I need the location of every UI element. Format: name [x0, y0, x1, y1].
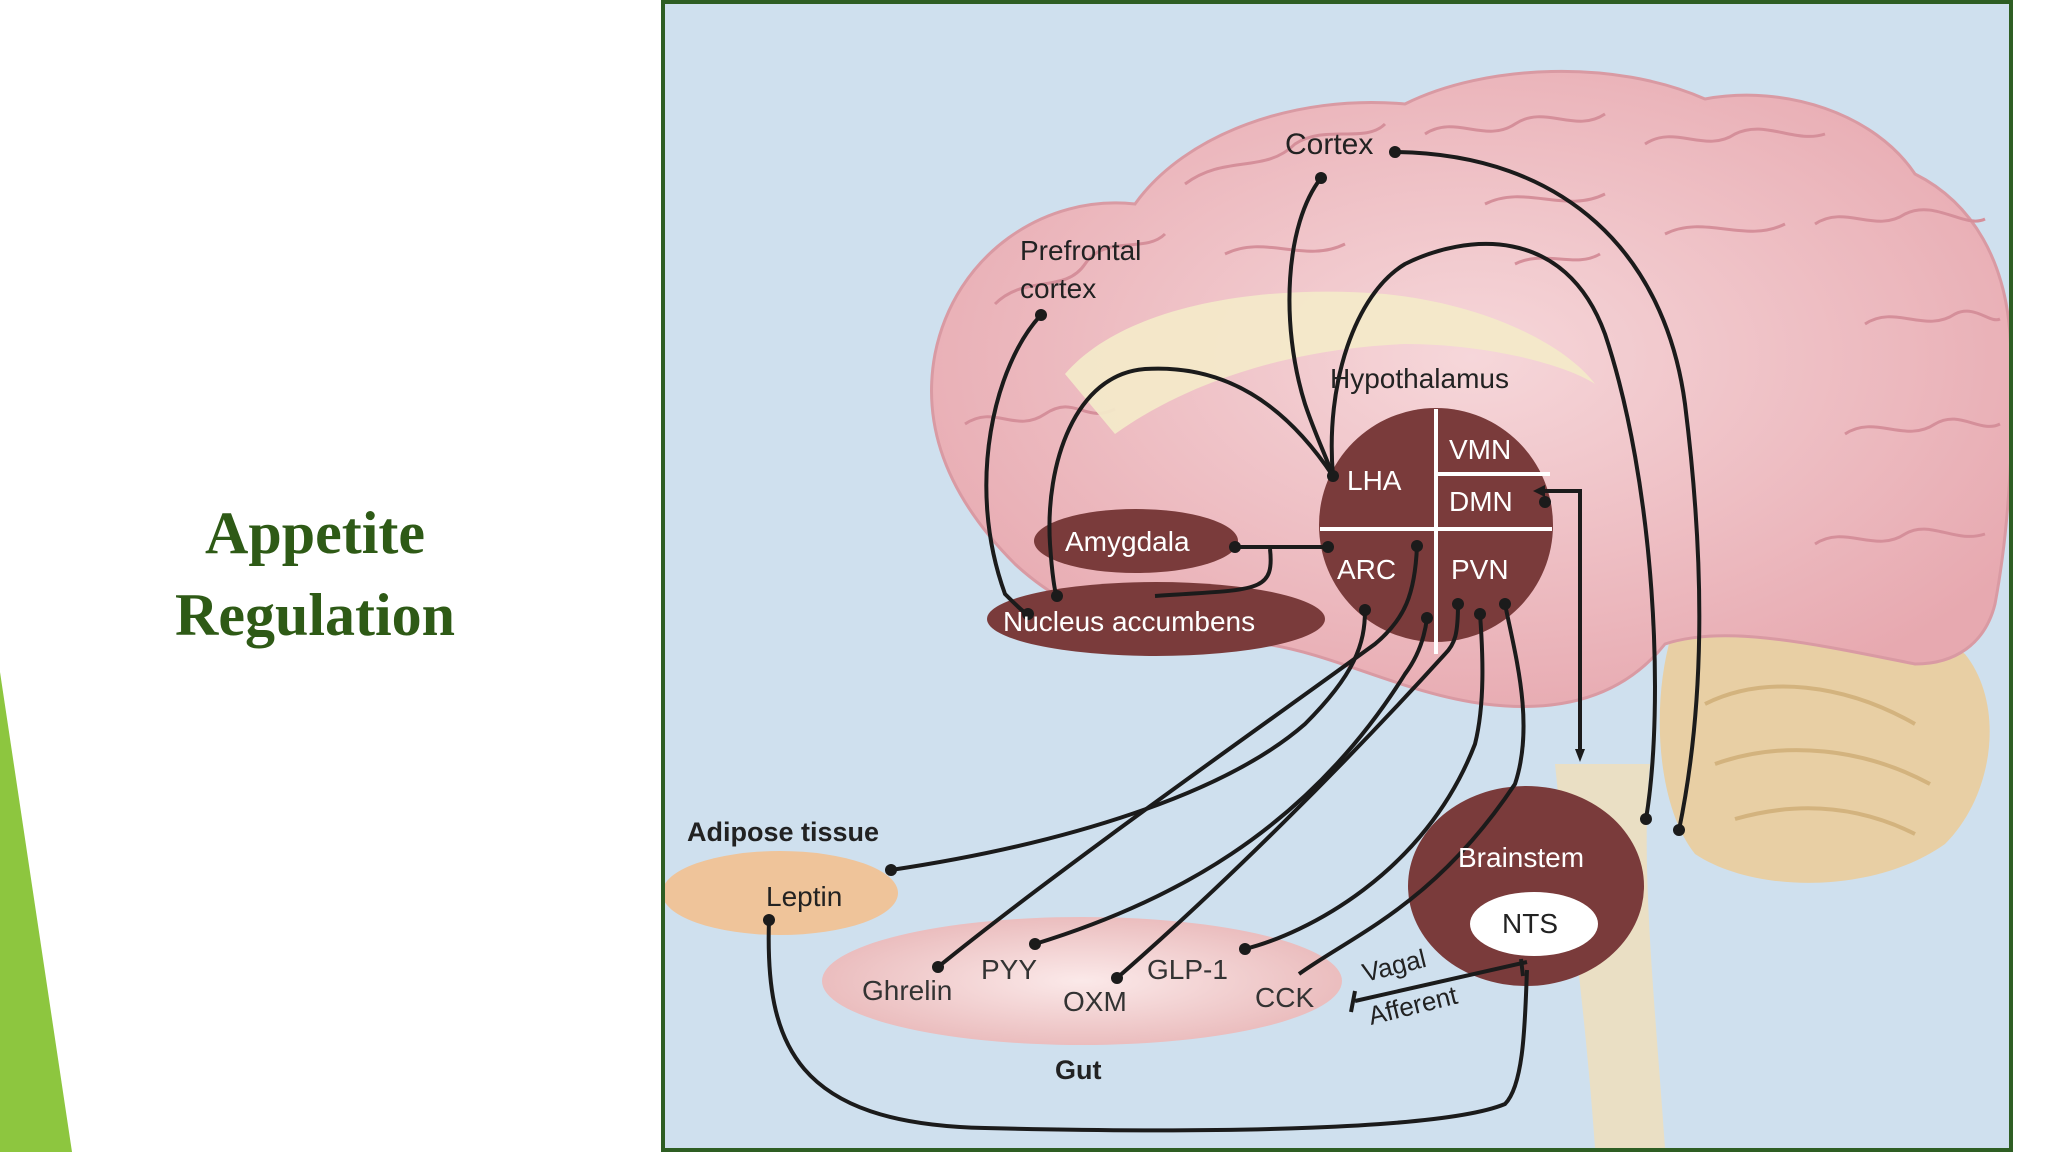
label-pvn: PVN: [1451, 554, 1509, 585]
cerebellum-folds: [1704, 684, 1931, 836]
label-ghrelin: Ghrelin: [862, 975, 952, 1006]
label-cortex: Cortex: [1285, 128, 1373, 161]
nucleus-accumbens-ellipse: [987, 582, 1325, 656]
label-gut: Gut: [1055, 1055, 1102, 1085]
label-oxm: OXM: [1063, 986, 1127, 1017]
label-dmn: DMN: [1449, 486, 1513, 517]
label-cck: CCK: [1255, 982, 1314, 1013]
label-arc: ARC: [1337, 554, 1396, 585]
appetite-diagram: Cortex Prefrontal cortex Hypothalamus LH…: [661, 0, 2013, 1152]
nts-ellipse: [1470, 892, 1598, 956]
label-prefrontal-line1: Prefrontal: [1020, 235, 1141, 266]
adipose-ellipse: [665, 851, 898, 935]
slide-title: Appetite Regulation: [90, 492, 540, 656]
brainstem-circle: [1408, 786, 1644, 986]
label-leptin: Leptin: [766, 881, 842, 912]
label-brainstem: Brainstem: [1458, 842, 1584, 873]
vagal-terminals: [1349, 958, 1525, 1013]
slide-title-line1: Appetite: [205, 500, 425, 566]
label-prefrontal-line2: cortex: [1020, 273, 1096, 304]
label-hypothalamus: Hypothalamus: [1330, 363, 1509, 394]
amygdala-ellipse: [1034, 509, 1238, 573]
hypothalamus-circle: [1319, 408, 1553, 654]
label-nucleus-accumbens: Nucleus accumbens: [1003, 606, 1255, 637]
arrowhead-down: [1575, 749, 1585, 762]
arrowhead-left: [1533, 485, 1545, 497]
label-adipose-tissue: Adipose tissue: [687, 817, 879, 847]
label-amygdala: Amygdala: [1065, 526, 1190, 557]
label-pyy: PYY: [981, 954, 1037, 985]
label-nts: NTS: [1502, 908, 1558, 939]
gut-ellipse: [822, 917, 1342, 1045]
corpus-callosum-shape: [1065, 291, 1595, 434]
label-glp1: GLP-1: [1147, 954, 1228, 985]
label-vmn: VMN: [1449, 434, 1511, 465]
slide-title-line2: Regulation: [174, 582, 456, 648]
label-lha: LHA: [1347, 465, 1402, 496]
pathway-dots: [763, 146, 1685, 984]
cerebellum-shape: [1659, 600, 1990, 883]
label-vagal: Vagal: [1359, 943, 1429, 988]
neural-pathways: [766, 150, 1702, 1133]
diagram-canvas: Cortex Prefrontal cortex Hypothalamus LH…: [665, 69, 2009, 1148]
